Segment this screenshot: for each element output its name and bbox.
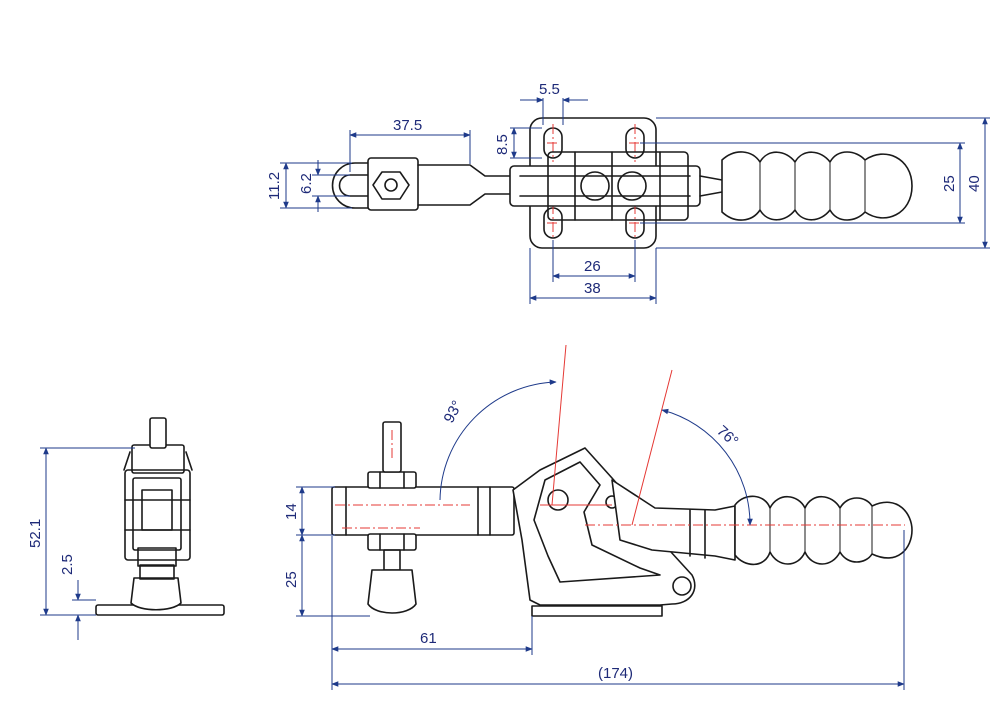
dim-52-1: 52.1 [27,519,44,548]
dim-38: 38 [584,280,601,297]
side-view [331,344,913,617]
dim-5-5: 5.5 [539,81,560,98]
top-view [331,117,913,249]
dim-174: (174) [598,665,633,682]
dim-40: 40 [966,175,983,192]
dim-angle-93: 93° [441,398,467,426]
end-view-dimensions: 52.1 2.5 [27,447,135,640]
dim-angle-76: 76° [713,422,741,450]
dim-25-top: 25 [941,175,958,192]
dim-8-5: 8.5 [494,134,511,155]
end-view [95,417,225,616]
dim-37-5: 37.5 [393,117,422,134]
top-view-dimensions: 5.5 8.5 37.5 11.2 6.2 25 40 26 38 [266,81,990,304]
dim-2-5: 2.5 [59,554,76,575]
dim-11-2: 11.2 [266,172,283,200]
dim-26: 26 [584,258,601,275]
dim-61: 61 [420,630,437,647]
dim-14: 14 [283,503,300,520]
dim-6-2: 6.2 [298,173,315,194]
dim-25-side: 25 [283,571,300,588]
